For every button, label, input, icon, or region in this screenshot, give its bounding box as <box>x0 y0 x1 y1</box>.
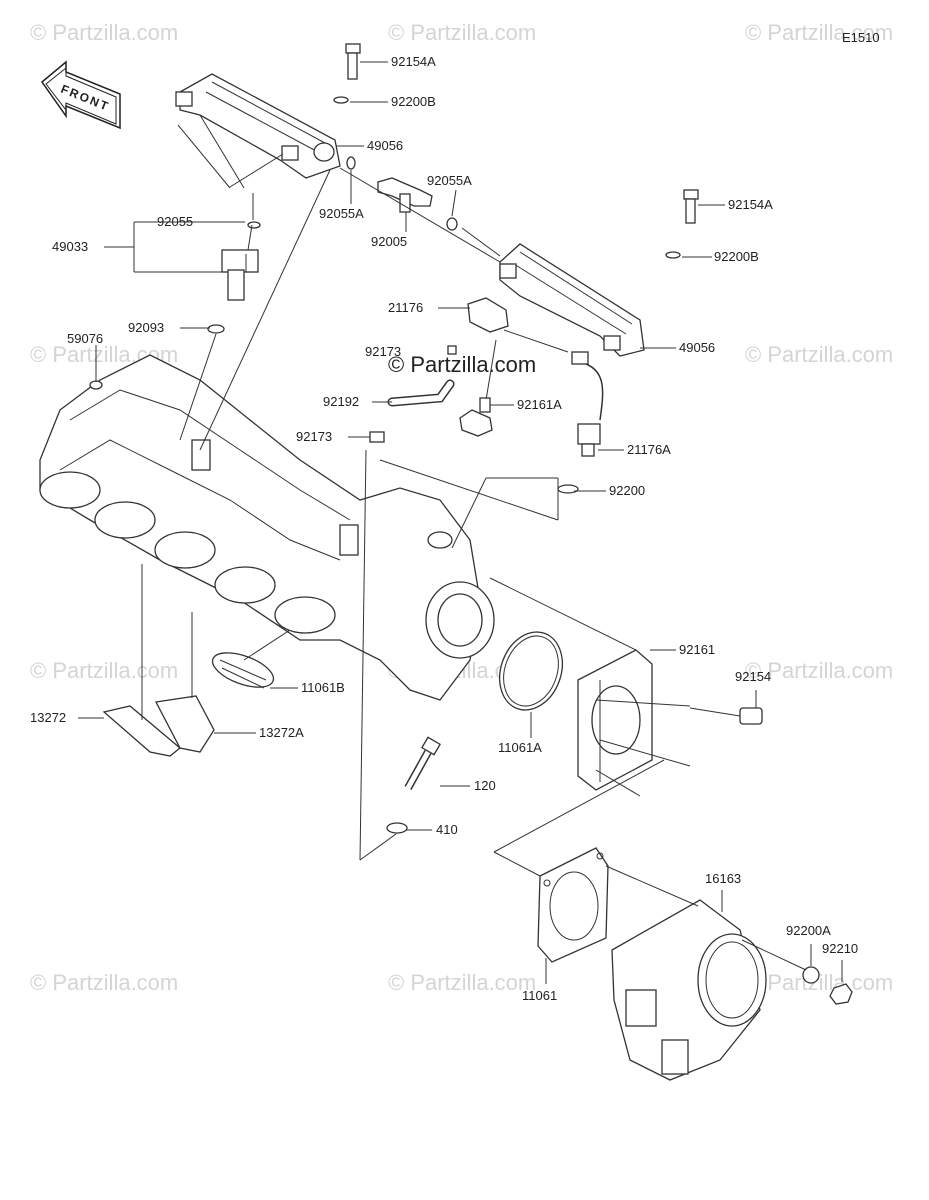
label-92055: 92055 <box>157 214 193 229</box>
bolt-92154 <box>739 707 763 725</box>
label-92200B: 92200B <box>714 249 759 264</box>
label-11061A: 11061A <box>498 740 542 755</box>
nut-92210 <box>829 983 853 1005</box>
gasket-13272A <box>155 695 215 753</box>
label-92173: 92173 <box>296 429 332 444</box>
watermark: © Partzilla.com <box>30 20 178 45</box>
oring-92200 <box>557 484 579 494</box>
watermark: © Partzilla.com <box>388 20 536 45</box>
clamp-92173-top <box>447 345 457 355</box>
label-410: 410 <box>436 822 458 837</box>
label-92154: 92154 <box>735 669 771 684</box>
label-92093: 92093 <box>128 320 164 335</box>
label-59076: 59076 <box>67 331 103 346</box>
watermark: © Partzilla.com <box>745 658 893 683</box>
label-92192: 92192 <box>323 394 359 409</box>
screen-11061B <box>211 652 275 689</box>
watermark: © Partzilla.com <box>30 970 178 995</box>
washer-92200A <box>802 966 820 984</box>
label-21176: 21176 <box>388 300 423 315</box>
watermark: © Partzilla.com <box>745 342 893 367</box>
label-92161A: 92161A <box>517 397 562 412</box>
oring-92093 <box>207 324 225 334</box>
label-92161: 92161 <box>679 642 715 657</box>
watermark: © Partzilla.com <box>388 970 536 995</box>
label-49056: 49056 <box>367 138 403 153</box>
intake-manifold-59076 <box>39 354 495 701</box>
label-92200B: 92200B <box>391 94 436 109</box>
diagram-code: E1510 <box>842 30 880 45</box>
leader-lines <box>78 61 843 984</box>
ring-11061A <box>499 631 563 711</box>
label-13272A: 13272A <box>259 725 304 740</box>
watermarks: © Partzilla.com © Partzilla.com © Partzi… <box>30 20 893 995</box>
label-92154A: 92154A <box>391 54 436 69</box>
label-92210: 92210 <box>822 941 858 956</box>
label-92055A: 92055A <box>319 206 364 221</box>
label-92005: 92005 <box>371 234 407 249</box>
bolt-92154A-right <box>683 189 699 224</box>
gasket-13272 <box>102 705 182 757</box>
label-21176A: 21176A <box>627 442 671 457</box>
label-49033: 49033 <box>52 239 88 254</box>
sensor-21176A <box>571 351 604 457</box>
bolt-92161A <box>459 339 497 437</box>
throttle-body-16163 <box>611 899 767 1081</box>
fuel-rail-right <box>499 243 645 357</box>
label-92200: 92200 <box>609 483 645 498</box>
watermark: © Partzilla.com <box>30 658 178 683</box>
center-watermark: © Partzilla.com <box>388 352 536 377</box>
fuel-rail-left <box>175 73 341 179</box>
washer-92200B-right <box>665 251 681 259</box>
injector-49033 <box>221 221 261 301</box>
label-16163: 16163 <box>705 871 741 886</box>
sensor-21176 <box>467 297 509 333</box>
washer-410 <box>386 822 408 834</box>
part-labels: 92154A 92200B 49056 92055A 92055A 92005 … <box>30 54 858 1003</box>
gasket-11061 <box>537 847 609 963</box>
bolt-92154A-top <box>345 43 361 80</box>
label-92200A: 92200A <box>786 923 831 938</box>
label-49056: 49056 <box>679 340 715 355</box>
label-92173: 92173 <box>365 344 401 359</box>
label-92055A: 92055A <box>427 173 472 188</box>
clamp-92173-bottom <box>369 431 385 443</box>
label-120: 120 <box>474 778 496 793</box>
washer-92200B-top <box>333 96 349 104</box>
label-13272: 13272 <box>30 710 66 725</box>
oring-92055A-left <box>346 156 356 170</box>
bolt-120 <box>404 736 441 790</box>
front-arrow-icon: FRONT <box>40 60 121 130</box>
label-92154A: 92154A <box>728 197 773 212</box>
label-11061B: 11061B <box>301 680 345 695</box>
spacer-92161 <box>577 649 691 797</box>
watermark: © Partzilla.com <box>745 20 893 45</box>
label-11061: 11061 <box>522 988 557 1003</box>
oring-92055A-right <box>446 217 458 231</box>
